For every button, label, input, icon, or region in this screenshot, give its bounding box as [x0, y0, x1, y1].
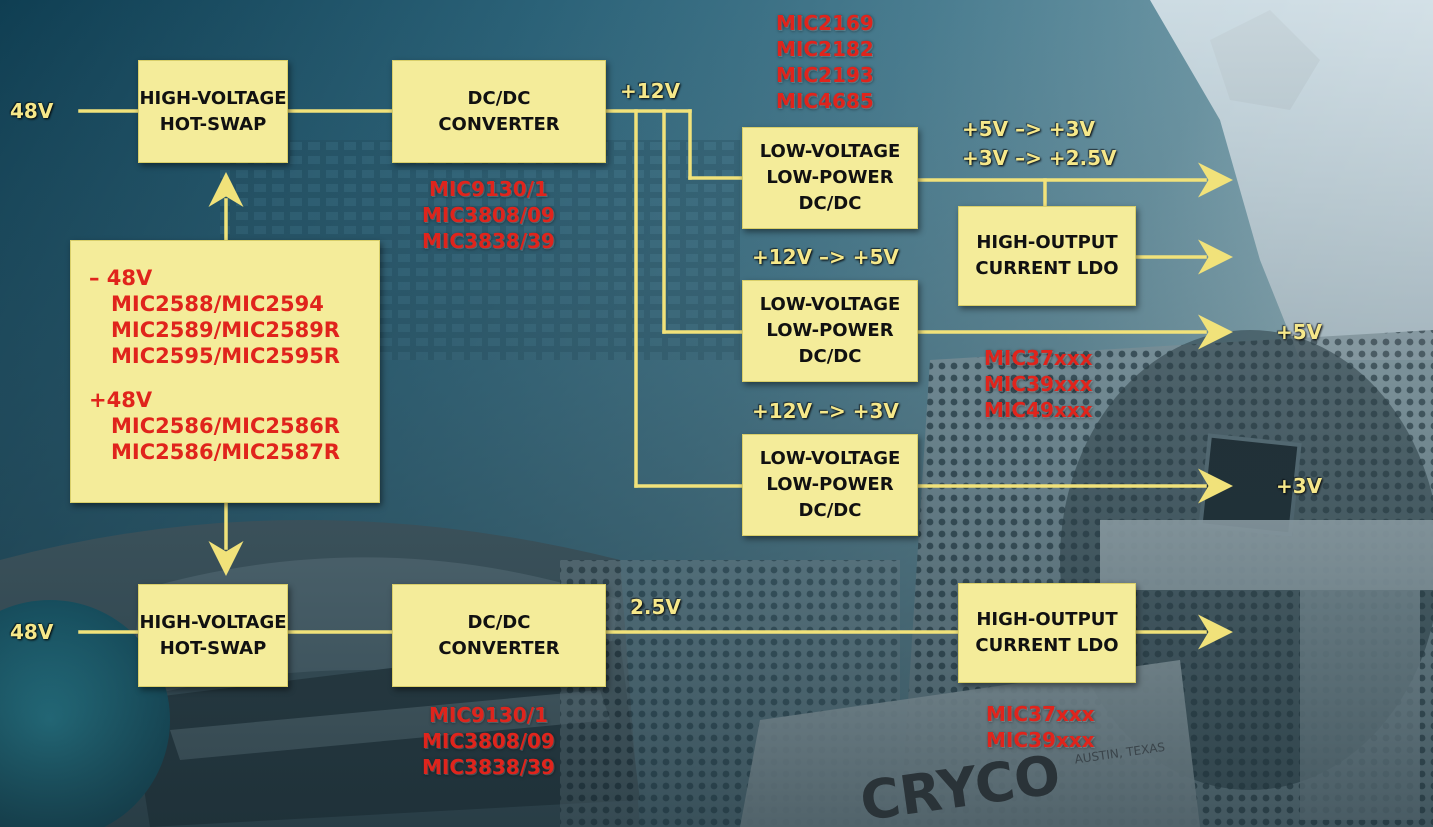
dcdc-top-box: DC/DC CONVERTER [392, 60, 606, 163]
label-2-5v-rail: 2.5V [630, 595, 681, 619]
input-48v-top: 48V [10, 99, 54, 123]
controller-neg-part: MIC2588/MIC2594 [111, 292, 324, 316]
dcdc-bottom-box: DC/DC CONVERTER [392, 584, 606, 687]
label-3v-to-2-5v: +3V –> +2.5V [962, 146, 1117, 170]
ldo-bottom-line1: HIGH-OUTPUT [976, 609, 1118, 630]
part-number: MIC37xxx [986, 702, 1095, 726]
hotswap-bottom-line2: HOT-SWAP [159, 637, 267, 659]
label-5v-to-3v: +5V –> +3V [962, 117, 1095, 141]
lv2-line3: DC/DC [798, 346, 862, 367]
hotswap-top-line2: HOT-SWAP [159, 113, 267, 135]
dcdc-bottom-line1: DC/DC [467, 611, 531, 633]
part-number: MIC3808/09 [422, 203, 555, 227]
part-number: MIC2193 [776, 63, 874, 87]
parts-lv-middle: MIC37xxx MIC39xxx MIC49xxx [984, 345, 1093, 423]
lv3-line2: LOW-POWER [766, 474, 894, 495]
lv-dcdc-box-3: LOW-VOLTAGE LOW-POWER DC/DC [742, 434, 918, 536]
ldo-top-box: HIGH-OUTPUT CURRENT LDO [958, 206, 1136, 306]
label-12v-to-5v: +12V –> +5V [752, 245, 899, 269]
part-number: MIC49xxx [984, 398, 1093, 422]
ldo-bottom-box: HIGH-OUTPUT CURRENT LDO [958, 583, 1136, 683]
controller-pos-part: MIC2586/MIC2587R [111, 440, 340, 464]
part-number: MIC2182 [776, 37, 874, 61]
controller-neg-part: MIC2595/MIC2595R [111, 344, 340, 368]
hotswap-bottom-line1: HIGH-VOLTAGE [139, 611, 287, 633]
part-number: MIC3808/09 [422, 729, 555, 753]
controller-neg-part: MIC2589/MIC2589R [111, 318, 340, 342]
lv-dcdc-box-1: LOW-VOLTAGE LOW-POWER DC/DC [742, 127, 918, 229]
controller-neg-heading: – 48V [89, 266, 153, 290]
controller-pos-part: MIC2586/MIC2586R [111, 414, 340, 438]
hotswap-bottom-box: HIGH-VOLTAGE HOT-SWAP [138, 584, 288, 687]
lv1-line2: LOW-POWER [766, 167, 894, 188]
part-number: MIC3838/39 [422, 229, 555, 253]
parts-dcdc-top: MIC9130/1 MIC3808/09 MIC3838/39 [422, 176, 555, 254]
part-number: MIC39xxx [984, 372, 1093, 396]
dcdc-top-line2: CONVERTER [438, 113, 560, 135]
ldo-bottom-line2: CURRENT LDO [975, 635, 1119, 656]
lv1-line3: DC/DC [798, 193, 862, 214]
hotswap-top-line1: HIGH-VOLTAGE [139, 87, 287, 109]
controller-pos-heading: +48V [89, 388, 153, 412]
lv1-line1: LOW-VOLTAGE [759, 141, 901, 162]
part-number: MIC9130/1 [428, 177, 548, 201]
part-number: MIC2169 [776, 11, 874, 35]
lv2-line1: LOW-VOLTAGE [759, 294, 901, 315]
input-48v-bottom: 48V [10, 620, 54, 644]
label-12v-to-3v: +12V –> +3V [752, 399, 899, 423]
lv-dcdc-box-2: LOW-VOLTAGE LOW-POWER DC/DC [742, 280, 918, 382]
part-number: MIC37xxx [984, 346, 1093, 370]
dcdc-top-line1: DC/DC [467, 87, 531, 109]
part-number: MIC9130/1 [428, 703, 548, 727]
lv3-line3: DC/DC [798, 500, 862, 521]
label-out-3v: +3V [1276, 474, 1323, 498]
label-12v-rail: +12V [620, 79, 681, 103]
part-number: MIC4685 [776, 89, 874, 113]
ldo-top-line1: HIGH-OUTPUT [976, 232, 1118, 253]
parts-dcdc-bottom: MIC9130/1 MIC3808/09 MIC3838/39 [422, 702, 555, 780]
parts-top-right: MIC2169 MIC2182 MIC2193 MIC4685 [776, 10, 874, 114]
dcdc-bottom-line2: CONVERTER [438, 637, 560, 659]
hotswap-controller-box: – 48V MIC2588/MIC2594 MIC2589/MIC2589R M… [70, 240, 380, 503]
label-out-5v: +5V [1276, 320, 1323, 344]
ldo-top-line2: CURRENT LDO [975, 258, 1119, 279]
part-number: MIC3838/39 [422, 755, 555, 779]
hotswap-top-box: HIGH-VOLTAGE HOT-SWAP [138, 60, 288, 163]
lv3-line1: LOW-VOLTAGE [759, 448, 901, 469]
parts-ldo-bottom: MIC37xxx MIC39xxx [986, 701, 1095, 753]
part-number: MIC39xxx [986, 728, 1095, 752]
lv2-line2: LOW-POWER [766, 320, 894, 341]
